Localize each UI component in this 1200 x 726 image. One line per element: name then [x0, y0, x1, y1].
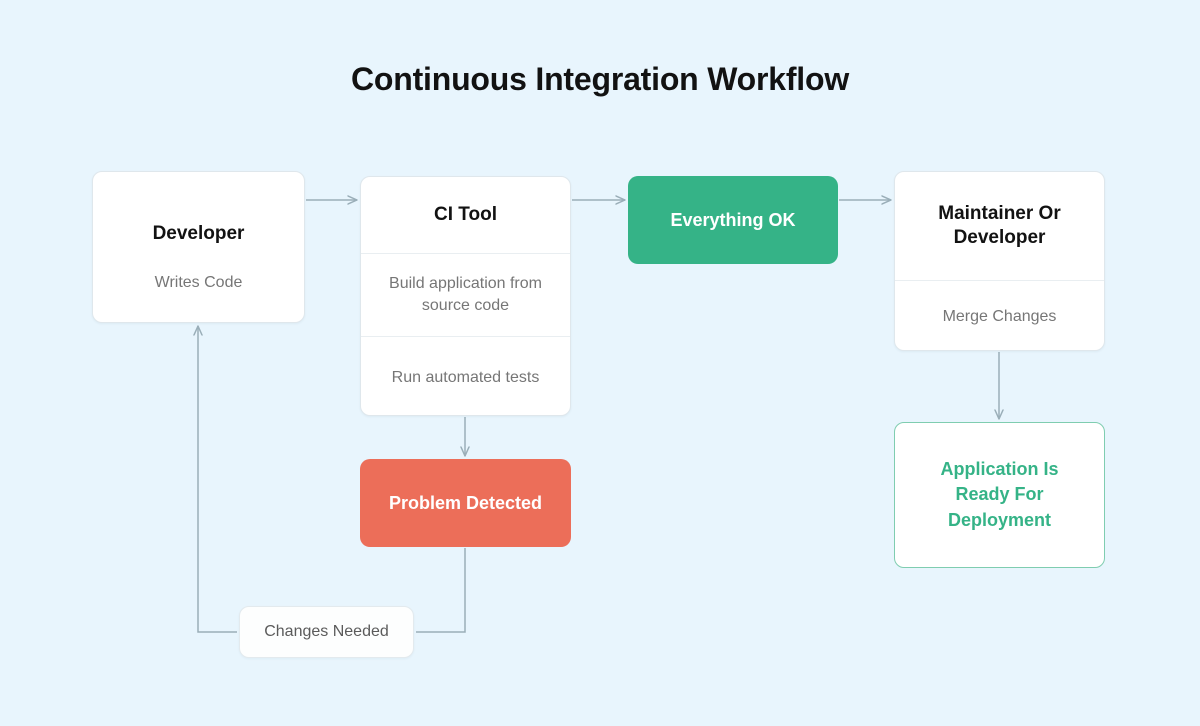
edge-changes-needed-to-developer [198, 326, 237, 633]
node-application-ready[interactable]: Application Is Ready For Deployment [894, 422, 1105, 568]
node-maintainer-body: Merge Changes [895, 280, 1104, 350]
node-maintainer-or-developer[interactable]: Maintainer Or Developer Merge Changes [894, 171, 1105, 351]
node-ci-tool-task-build: Build application from source code [361, 253, 570, 336]
node-ci-tool-task-test: Run automated tests [361, 336, 570, 415]
node-developer-title: Developer [152, 222, 245, 244]
node-developer-body: Writes Code [154, 274, 243, 291]
node-maintainer-title: Maintainer Or Developer [938, 202, 1061, 248]
node-ci-tool-title: CI Tool [434, 203, 497, 225]
edge-problem-detected-to-changes-needed [416, 548, 466, 633]
page-title: Continuous Integration Workflow [350, 61, 850, 97]
node-problem-detected[interactable]: Problem Detected [360, 459, 571, 547]
node-developer[interactable]: Developer Writes Code [92, 171, 305, 323]
node-ci-tool[interactable]: CI Tool Build application from source co… [360, 176, 571, 416]
edge-label-changes-needed[interactable]: Changes Needed [239, 606, 414, 658]
node-everything-ok[interactable]: Everything OK [628, 176, 838, 264]
